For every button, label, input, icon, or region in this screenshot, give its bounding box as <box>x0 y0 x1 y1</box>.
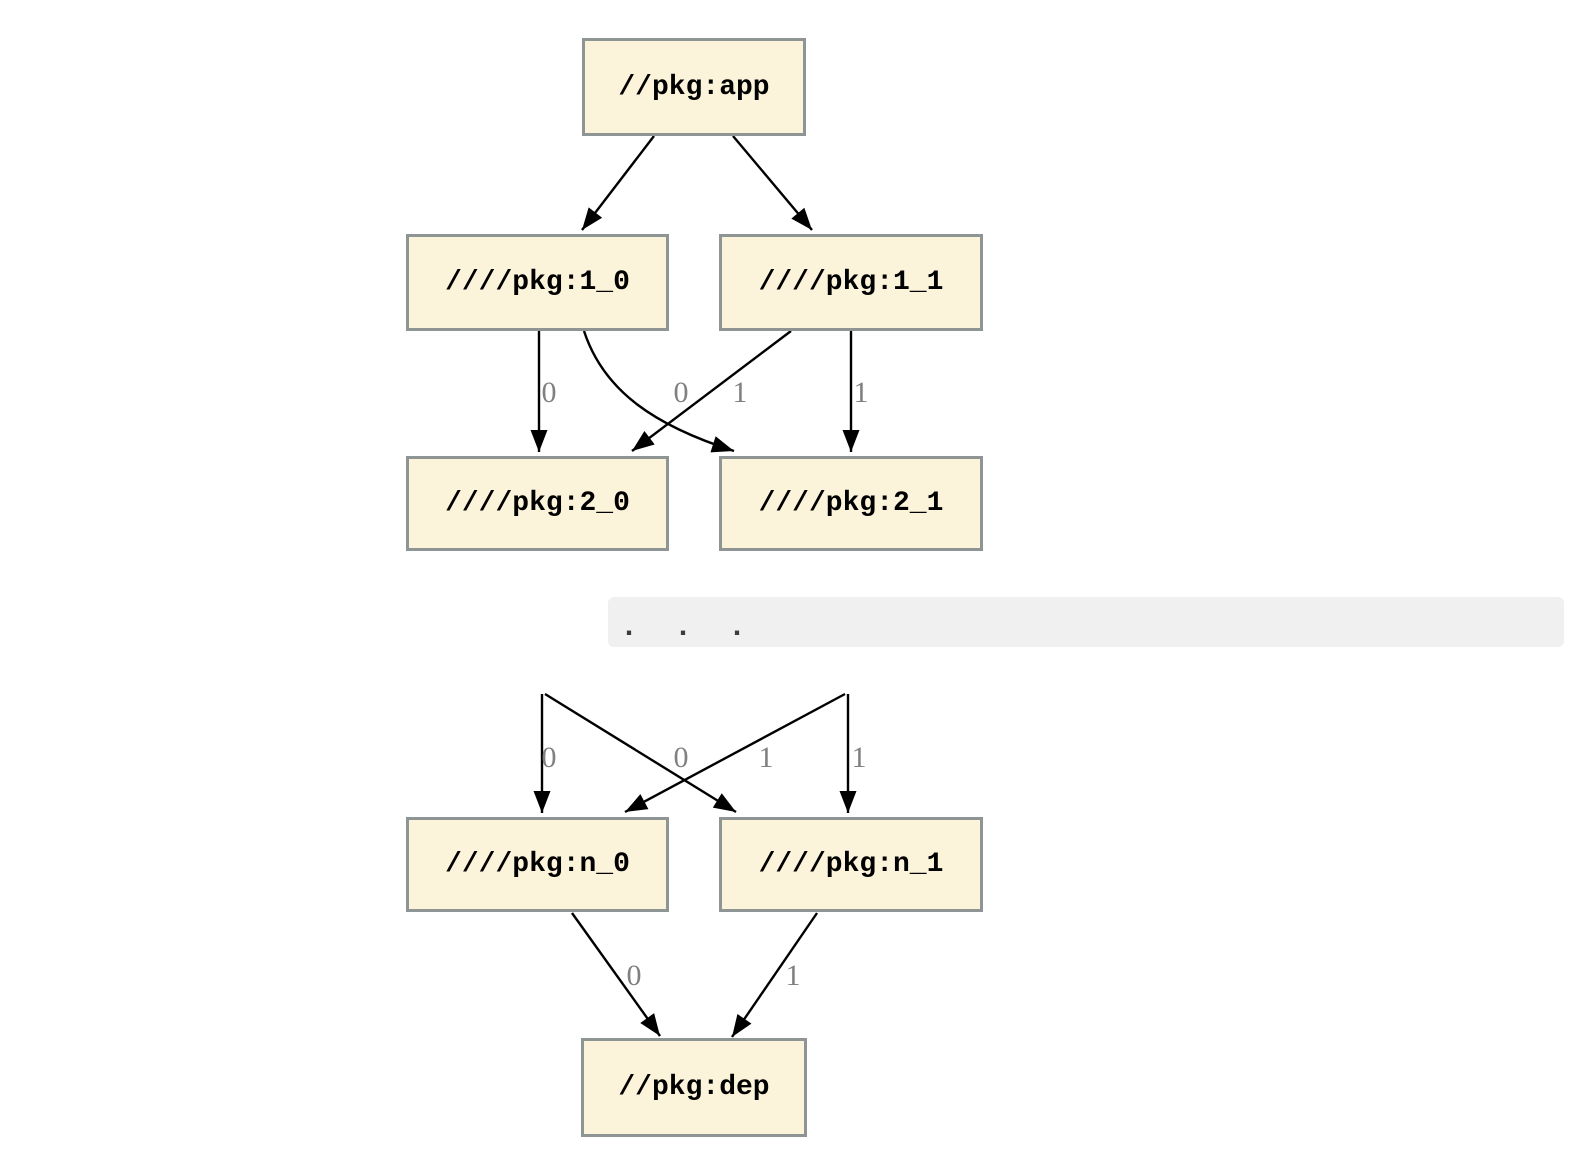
node-pkg-1_0: ////pkg:1_0 <box>406 234 669 331</box>
edge-dots-to-n_0-cross <box>624 692 846 814</box>
node-label-pkg-2_0: ////pkg:2_0 <box>445 488 630 519</box>
edge-dots-to-n_1-cross <box>544 692 737 814</box>
edge-label-dots-n_1-straight: 1 <box>852 741 867 774</box>
edge-label-1_0-2_1: 0 <box>674 376 689 409</box>
edge-app-to-1_1 <box>732 135 813 231</box>
edge-label-n_1-dep: 1 <box>786 959 801 992</box>
node-pkg-2_0: ////pkg:2_0 <box>406 456 669 551</box>
node-label-pkg-1_1: ////pkg:1_1 <box>758 267 944 298</box>
node-label-pkg-n_1: ////pkg:n_1 <box>758 849 944 880</box>
edge-label-dots-n_0-straight: 0 <box>542 741 557 774</box>
node-pkg-dep: //pkg:dep <box>581 1038 807 1137</box>
node-pkg-n_0: ////pkg:n_0 <box>406 817 669 912</box>
edge-label-1_0-2_0: 0 <box>542 376 557 409</box>
node-pkg-1_1: ////pkg:1_1 <box>719 234 983 331</box>
node-label-pkg-n_0: ////pkg:n_0 <box>445 849 630 880</box>
code-block-ellipsis: . . . <box>608 597 1564 647</box>
node-pkg-n_1: ////pkg:n_1 <box>719 817 983 912</box>
edge-label-1_1-2_1: 1 <box>854 376 869 409</box>
node-pkg-2_1: ////pkg:2_1 <box>719 456 983 551</box>
edge-1_1-to-2_0 <box>631 330 792 452</box>
edge-label-n_0-dep: 0 <box>627 959 642 992</box>
node-label-pkg-1_0: ////pkg:1_0 <box>445 267 630 298</box>
edge-app-to-1_0 <box>581 135 655 231</box>
edge-label-1_1-2_0: 1 <box>733 376 748 409</box>
node-label-pkg-dep: //pkg:dep <box>618 1072 770 1103</box>
code-block-ellipsis-text: . . . <box>620 611 747 645</box>
node-label-pkg-app: //pkg:app <box>618 71 770 103</box>
edge-label-dots-n_0-cross: 1 <box>759 741 774 774</box>
edge-label-dots-n_1-cross: 0 <box>674 741 689 774</box>
edge-1_0-to-2_1 <box>582 330 735 453</box>
node-label-pkg-2_1: ////pkg:2_1 <box>758 488 944 519</box>
node-pkg-app: //pkg:app <box>582 38 806 136</box>
edge-n_0-to-dep <box>571 912 661 1037</box>
edge-n_1-to-dep <box>731 912 818 1038</box>
